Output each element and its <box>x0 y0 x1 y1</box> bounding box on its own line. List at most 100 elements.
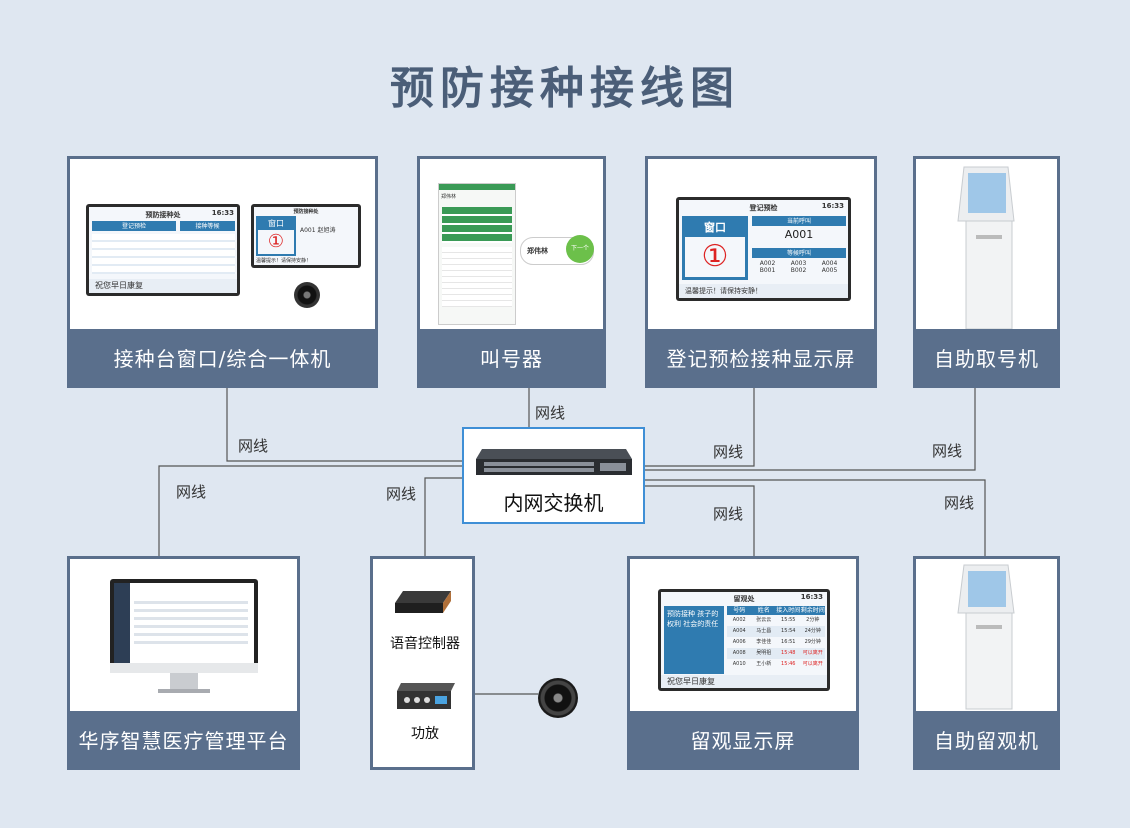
device-kiosk-ticket: 自助取号机 <box>913 156 1060 388</box>
window-panel: 窗口 ① <box>682 216 748 280</box>
cable-label: 网线 <box>932 442 963 460</box>
screen-footer: 温馨提示！请保持安静！ <box>679 284 848 298</box>
cell: A004 <box>732 628 746 634</box>
waiting-item: A004 <box>821 260 838 267</box>
cell: 吴明祖 <box>756 650 772 656</box>
amplifier-label: 功放 <box>411 726 439 742</box>
table-row: A006 李佳佳 16:51 29分钟 <box>727 637 825 648</box>
amplifier-icon <box>397 683 455 709</box>
waiting-item: A005 <box>821 267 838 274</box>
device-label: 接种台窗口/综合一体机 <box>70 329 375 385</box>
voice-controller-label: 语音控制器 <box>390 636 460 652</box>
cell: 16:51 <box>781 639 796 645</box>
kiosk-icon <box>957 564 1015 710</box>
cell: A006 <box>732 639 746 645</box>
screen-time: 16:33 <box>211 209 234 217</box>
device-platform: 华序智慧医疗管理平台 <box>67 556 300 770</box>
cable-label: 网线 <box>713 443 744 461</box>
waiting-list: A002 A003 A004 B001 B002 A005 <box>752 260 846 274</box>
network-switch: 内网交换机 <box>462 427 645 524</box>
window-label: 窗口 <box>704 221 726 234</box>
device-label: 留观显示屏 <box>630 711 856 767</box>
switch-name: 内网交换机 <box>503 491 604 515</box>
app-list <box>442 247 512 307</box>
switch-icon <box>476 449 632 475</box>
cell: A008 <box>732 650 746 656</box>
cell: 29分钟 <box>804 639 821 645</box>
small-screen-title: 预防接种处 <box>293 209 319 215</box>
promo-panel: 预防接种 孩子的权利 社会的责任 <box>664 606 724 674</box>
screen-footer: 祝您早日康复 <box>89 279 237 293</box>
col-registered: 登记预检 <box>92 221 176 231</box>
waiting-item: B002 <box>790 267 807 274</box>
register-display: 登记预检 16:33 窗口 ① 当前呼叫 A001 等候呼叫 A002 A003… <box>676 197 851 301</box>
screen-title: 预防接种处 <box>145 211 181 219</box>
small-footer: 温馨提示！请保持安静！ <box>256 258 312 264</box>
header-cell: 姓名 <box>757 607 770 614</box>
cable-label: 网线 <box>386 485 417 503</box>
page-title: 预防接种接线图 <box>390 63 740 114</box>
current-value: A001 <box>784 228 814 241</box>
cell: 15:48 <box>781 650 796 656</box>
device-window-all-in-one: 预防接种处 16:33 登记预检 接种等候 祝您早日康复 预防接种处 窗口 ① … <box>67 156 378 388</box>
cell: 15:46 <box>781 661 796 667</box>
table-row: A010 王小新 15:46 可以离开 <box>727 659 825 670</box>
small-window-display: 预防接种处 窗口 ① A001 赵旭涛 温馨提示！请保持安静！ <box>251 204 361 268</box>
next-button[interactable]: 下一个 <box>566 235 594 263</box>
device-voice: 语音控制器 功放 <box>370 556 475 770</box>
widget-caller-name: 郑伟林 <box>527 247 548 255</box>
device-label: 登记预检接种显示屏 <box>648 329 874 385</box>
screen-title: 登记预检 <box>749 204 778 212</box>
cable-label: 网线 <box>238 437 269 455</box>
caller-app: 郑伟林 <box>438 183 516 325</box>
cell: A010 <box>732 661 746 667</box>
cell: 24分钟 <box>804 628 821 634</box>
header-cell: 剩余时间 <box>800 607 825 614</box>
window-number: ① <box>685 237 745 277</box>
cable-label: 网线 <box>535 404 566 422</box>
screen-footer: 祝您早日康复 <box>661 675 827 688</box>
table-row: A002 张云云 15:55 2分钟 <box>727 615 825 626</box>
app-header <box>439 184 515 190</box>
monitor-icon <box>110 579 258 693</box>
screen-time: 16:33 <box>800 593 823 601</box>
device-label: 叫号器 <box>420 329 603 385</box>
small-window-number: ① <box>258 230 294 254</box>
cell: 王小新 <box>756 661 772 667</box>
device-register-screen: 登记预检 16:33 窗口 ① 当前呼叫 A001 等候呼叫 A002 A003… <box>645 156 877 388</box>
cable-label: 网线 <box>944 494 975 512</box>
voice-controller-icon <box>395 591 451 613</box>
waiting-item: A002 <box>759 260 776 267</box>
device-label: 自助留观机 <box>916 711 1057 767</box>
cell: 可以离开 <box>802 650 823 656</box>
table-header: 号码 姓名 接入时间 剩余时间 <box>727 606 825 615</box>
device-label: 自助取号机 <box>916 329 1057 385</box>
cable-label: 网线 <box>176 483 207 501</box>
device-label: 华序智慧医疗管理平台 <box>70 711 297 767</box>
app-buttons <box>442 207 512 243</box>
cell: A002 <box>732 617 746 623</box>
kiosk-icon <box>957 166 1015 330</box>
waiting-label: 等候呼叫 <box>752 248 846 258</box>
cell: 李佳佳 <box>756 639 772 645</box>
small-window-panel: 窗口 ① <box>256 216 296 256</box>
table-row: A008 吴明祖 15:48 可以离开 <box>727 648 825 659</box>
cell: 15:55 <box>781 617 796 623</box>
observe-display: 留观处 16:33 预防接种 孩子的权利 社会的责任 号码 姓名 接入时间 剩余… <box>658 589 830 691</box>
header-cell: 接入时间 <box>776 607 801 614</box>
device-kiosk-observe: 自助留观机 <box>913 556 1060 770</box>
device-caller: 郑伟林 郑伟林 下一个 叫号器 <box>417 156 606 388</box>
cell: 2分钟 <box>806 617 820 623</box>
window-display: 预防接种处 16:33 登记预检 接种等候 祝您早日康复 <box>86 204 240 296</box>
cell: 可以离开 <box>802 661 823 667</box>
waiting-item: A003 <box>790 260 807 267</box>
queue-rows <box>92 234 235 274</box>
screen-time: 16:33 <box>821 202 844 210</box>
cell: 张云云 <box>756 617 772 623</box>
current-label: 当前呼叫 <box>752 216 846 226</box>
small-window-label: 窗口 <box>268 219 284 228</box>
speaker-icon <box>538 678 578 718</box>
cell: 15:54 <box>781 628 796 634</box>
